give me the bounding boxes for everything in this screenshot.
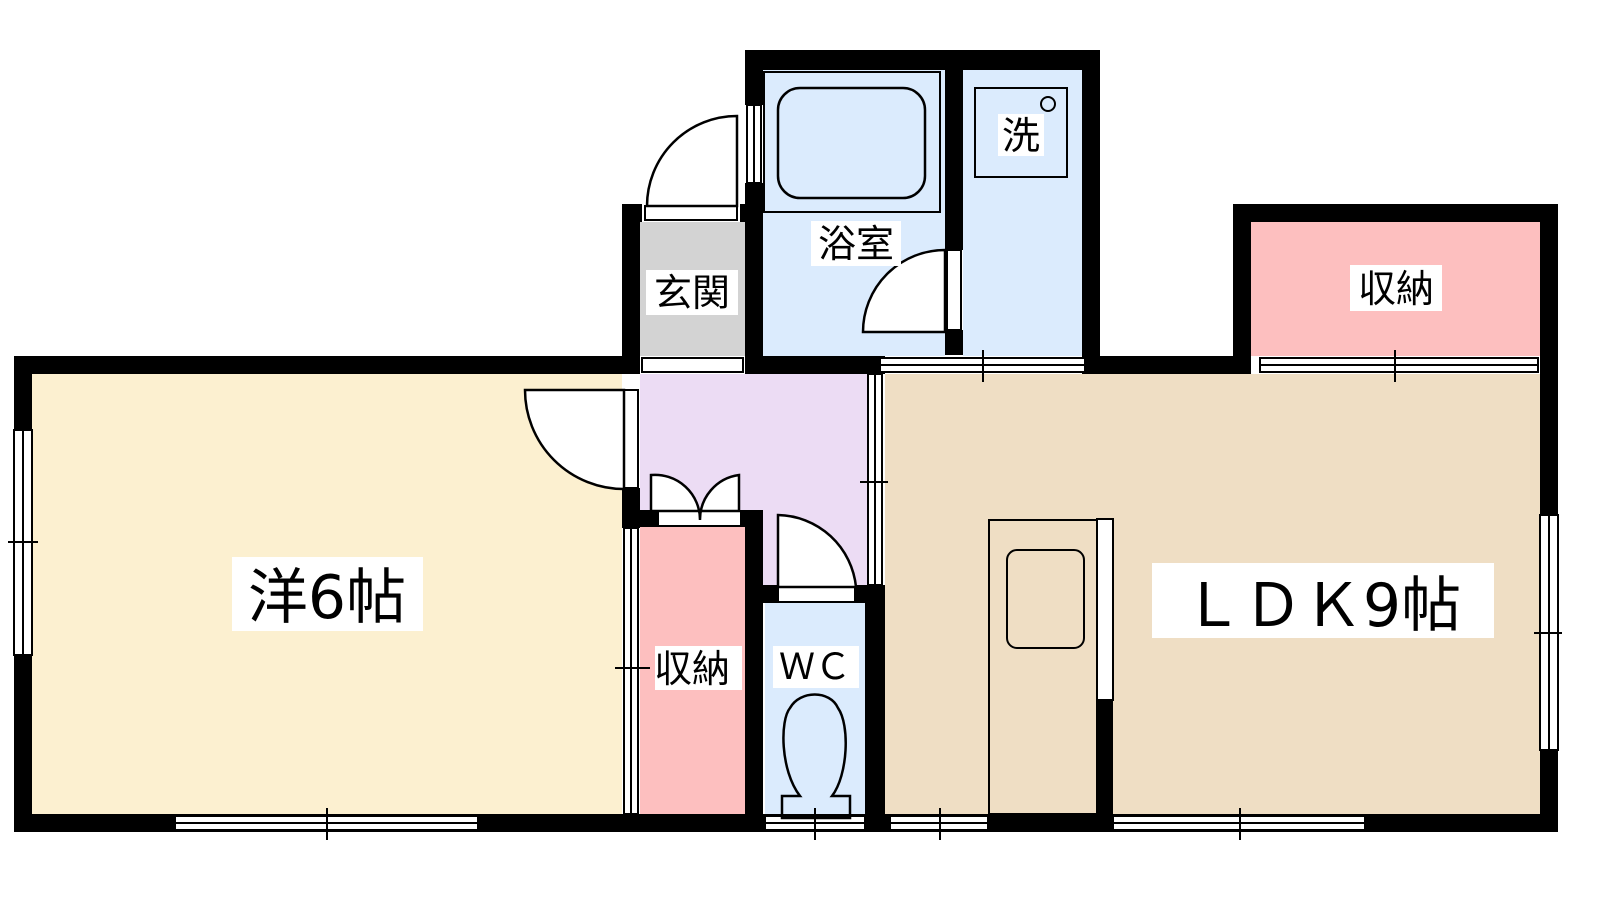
label-bath: 浴室	[818, 222, 894, 266]
bathtub	[763, 71, 941, 213]
windows	[8, 104, 1562, 840]
kitchen-sink	[1006, 549, 1085, 649]
label-storage-top: 収納	[1358, 267, 1434, 311]
label-entrance: 玄関	[654, 271, 730, 315]
room-washer	[963, 70, 1082, 356]
label-western-room: 洋6帖	[248, 563, 406, 633]
toilet-icon	[780, 693, 852, 820]
label-storage-hall: 収納	[654, 647, 730, 691]
doors	[523, 114, 962, 603]
drain-icon	[1040, 96, 1056, 112]
label-ldk: ＬＤＫ9帖	[1183, 571, 1461, 641]
label-wc: ＷＣ	[779, 647, 851, 688]
label-washer: 洗	[1002, 114, 1040, 158]
kitchen-counter	[988, 519, 1098, 815]
washing-machine	[974, 87, 1068, 178]
bathtub-basin	[776, 86, 927, 200]
room-wc	[765, 603, 865, 814]
